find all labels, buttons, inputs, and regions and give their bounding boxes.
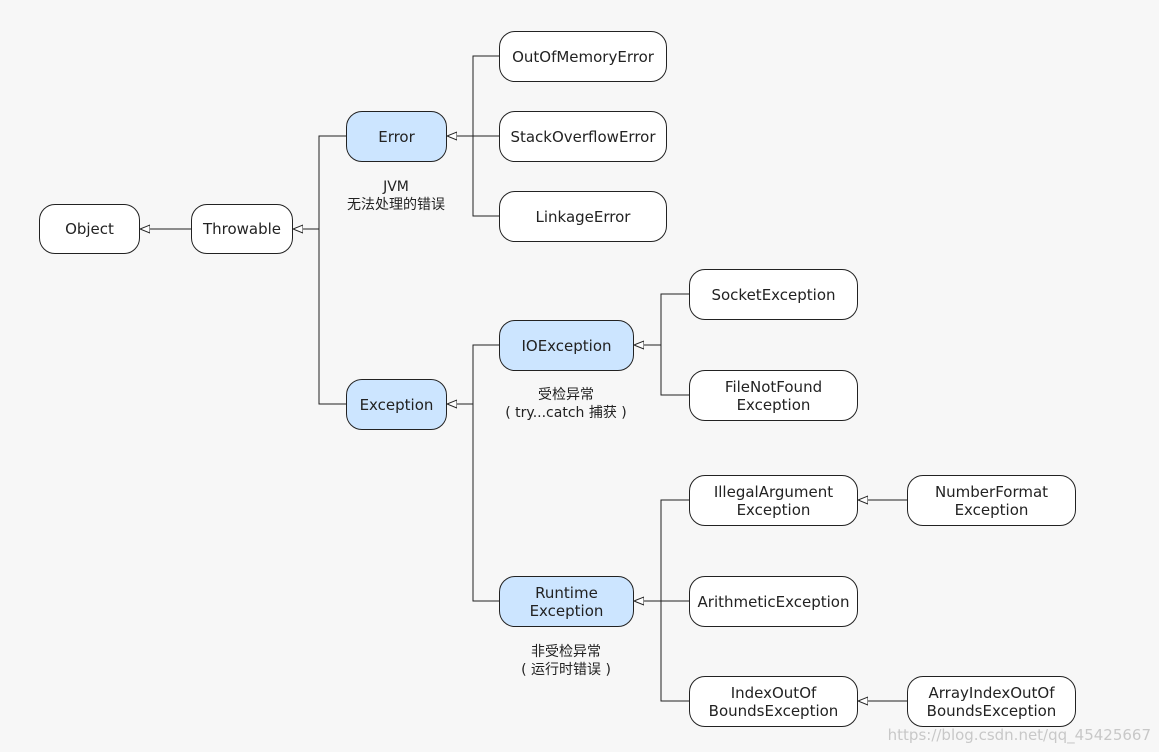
- edge-outofmemory-error: [447, 55, 499, 136]
- node-linkageerror[interactable]: LinkageError: [499, 191, 667, 242]
- node-runtimeexception[interactable]: Runtime Exception: [499, 576, 634, 627]
- error-note: JVM 无法处理的错误: [347, 179, 445, 213]
- node-arrayindexoutofboundsexception[interactable]: ArrayIndexOutOf BoundsException: [907, 676, 1076, 727]
- edge-illegalargument-runtime: [634, 499, 689, 601]
- node-illegalargumentexception[interactable]: IllegalArgument Exception: [689, 475, 858, 526]
- edge-exception-throwable: [318, 229, 346, 405]
- node-socketexception[interactable]: SocketException: [689, 269, 858, 320]
- node-outofmemoryerror[interactable]: OutOfMemoryError: [499, 31, 667, 82]
- edge-runtime-exception: [472, 404, 499, 602]
- runtime-note: 非受检异常 ( 运行时错误 ): [521, 644, 611, 678]
- node-numberformatexception[interactable]: NumberFormat Exception: [907, 475, 1076, 526]
- node-ioexception[interactable]: IOException: [499, 320, 634, 371]
- edge-indexoutofbounds-runtime: [660, 601, 689, 702]
- edge-error-throwable: [293, 135, 346, 229]
- node-object[interactable]: Object: [39, 204, 140, 254]
- node-indexoutofboundsexception[interactable]: IndexOutOf BoundsException: [689, 676, 858, 727]
- ioexception-note: 受检异常 ( try...catch 捕获 ): [505, 387, 627, 421]
- node-throwable[interactable]: Throwable: [191, 204, 293, 254]
- node-arithmeticexception[interactable]: ArithmeticException: [689, 576, 858, 627]
- edge-ioexception-exception: [447, 344, 499, 404]
- node-exception[interactable]: Exception: [346, 379, 447, 430]
- watermark: https://blog.csdn.net/qq_45425667: [887, 726, 1151, 744]
- node-stackoverflowerror[interactable]: StackOverflowError: [499, 111, 667, 162]
- edge-linkage-error: [472, 136, 499, 217]
- edge-filenotfound-ioexception: [660, 345, 689, 396]
- node-filenotfoundexception[interactable]: FileNotFound Exception: [689, 370, 858, 421]
- node-error[interactable]: Error: [346, 111, 447, 162]
- edge-socket-ioexception: [634, 293, 689, 345]
